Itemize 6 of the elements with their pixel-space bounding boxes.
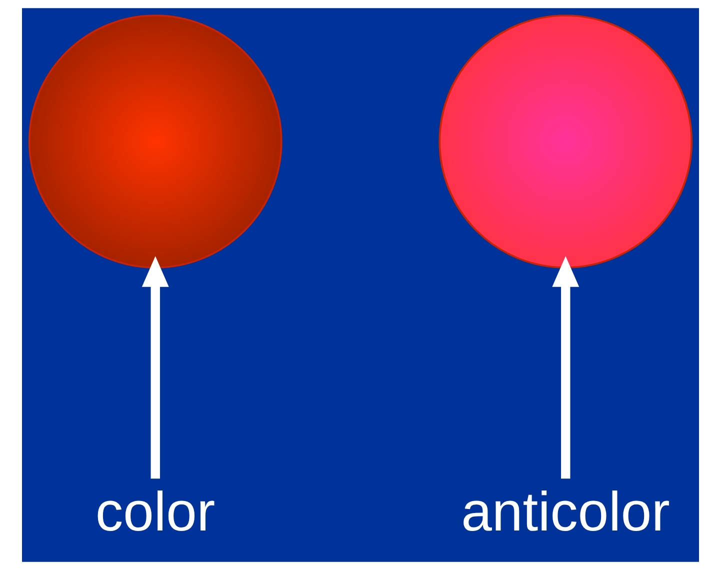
node-text: anticolor (460, 480, 670, 543)
arrow (141, 256, 168, 479)
node-text: color (95, 480, 215, 543)
node-circle (438, 14, 692, 268)
arrow (552, 256, 579, 479)
node-circle (28, 14, 282, 268)
